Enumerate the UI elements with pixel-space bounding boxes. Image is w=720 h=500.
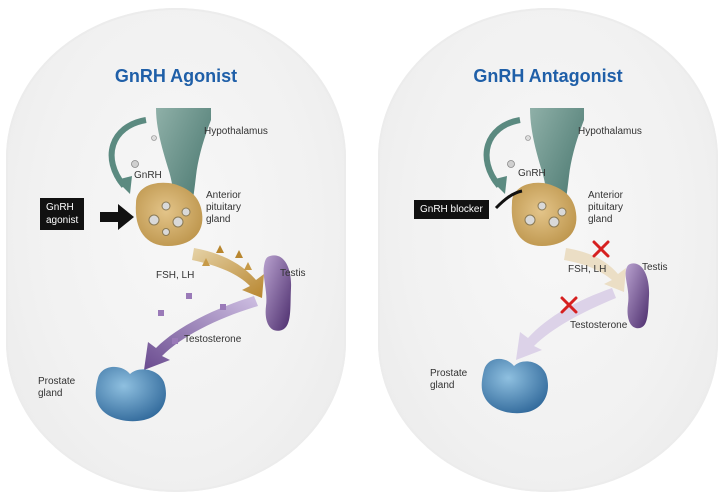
antagonist-drug-label: GnRH blocker	[414, 200, 489, 219]
pituitary-shape	[135, 182, 203, 246]
agonist-drug-line1: GnRH	[46, 202, 74, 213]
antagonist-panel: GnRH Antagonist	[378, 8, 718, 492]
antagonist-title: GnRH Antagonist	[473, 66, 623, 86]
gnrh-label: GnRH	[134, 170, 162, 181]
pituitary-label: Anterior pituitary gland	[206, 190, 241, 226]
prostate-label: Prostate gland	[430, 368, 467, 392]
hypothalamus-label: Hypothalamus	[578, 126, 642, 137]
gnrh-label: GnRH	[518, 168, 546, 179]
feedback-arrow	[108, 117, 147, 188]
hypothalamus-shape	[156, 108, 211, 230]
block-x-fsh	[592, 240, 610, 258]
fsh-lh-label: FSH, LH	[156, 270, 195, 281]
fsh-lh-label: FSH, LH	[568, 264, 607, 275]
feedback-arrow	[483, 117, 521, 188]
pituitary-label: Anterior pituitary gland	[588, 190, 623, 226]
block-x-testosterone	[560, 296, 578, 314]
testosterone-arrow-faded	[516, 288, 616, 360]
agonist-pointer	[100, 204, 134, 230]
agonist-drug-line2: agonist	[46, 215, 79, 226]
prostate-label: Prostate gland	[38, 376, 75, 400]
pituitary-line1: Anterior	[588, 190, 624, 201]
prostate-shape	[481, 358, 548, 414]
hypothalamus-shape	[530, 108, 584, 230]
prostate-line1: Prostate	[430, 368, 468, 379]
testosterone-label: Testosterone	[570, 320, 628, 331]
pituitary-shape	[511, 182, 577, 246]
prostate-line1: Prostate	[38, 376, 76, 387]
testis-label: Testis	[642, 262, 668, 273]
testosterone-arrow	[144, 296, 258, 370]
agonist-title: GnRH Agonist	[114, 66, 238, 86]
pituitary-line1: Anterior	[206, 190, 242, 201]
antagonist-diagram	[481, 108, 650, 414]
agonist-panel: GnRH Agonist	[6, 8, 346, 492]
pituitary-line2: pituitary	[588, 202, 624, 213]
testis-shape	[263, 255, 292, 331]
fsh-lh-arrow	[192, 248, 264, 298]
prostate-shape	[95, 366, 166, 422]
blocker-connector	[494, 189, 523, 210]
agonist-diagram	[95, 108, 292, 422]
testis-shape	[625, 263, 650, 329]
pituitary-line3: gland	[588, 214, 613, 225]
fsh-lh-arrow-faded	[564, 248, 626, 292]
pituitary-line2: pituitary	[206, 202, 242, 213]
pituitary-line3: gland	[206, 214, 231, 225]
testis-label: Testis	[280, 268, 306, 279]
agonist-drug-label: GnRH agonist	[40, 198, 85, 230]
hypothalamus-label: Hypothalamus	[204, 126, 268, 137]
prostate-line2: gland	[430, 380, 455, 391]
prostate-line2: gland	[38, 388, 63, 399]
testosterone-label: Testosterone	[184, 334, 242, 345]
